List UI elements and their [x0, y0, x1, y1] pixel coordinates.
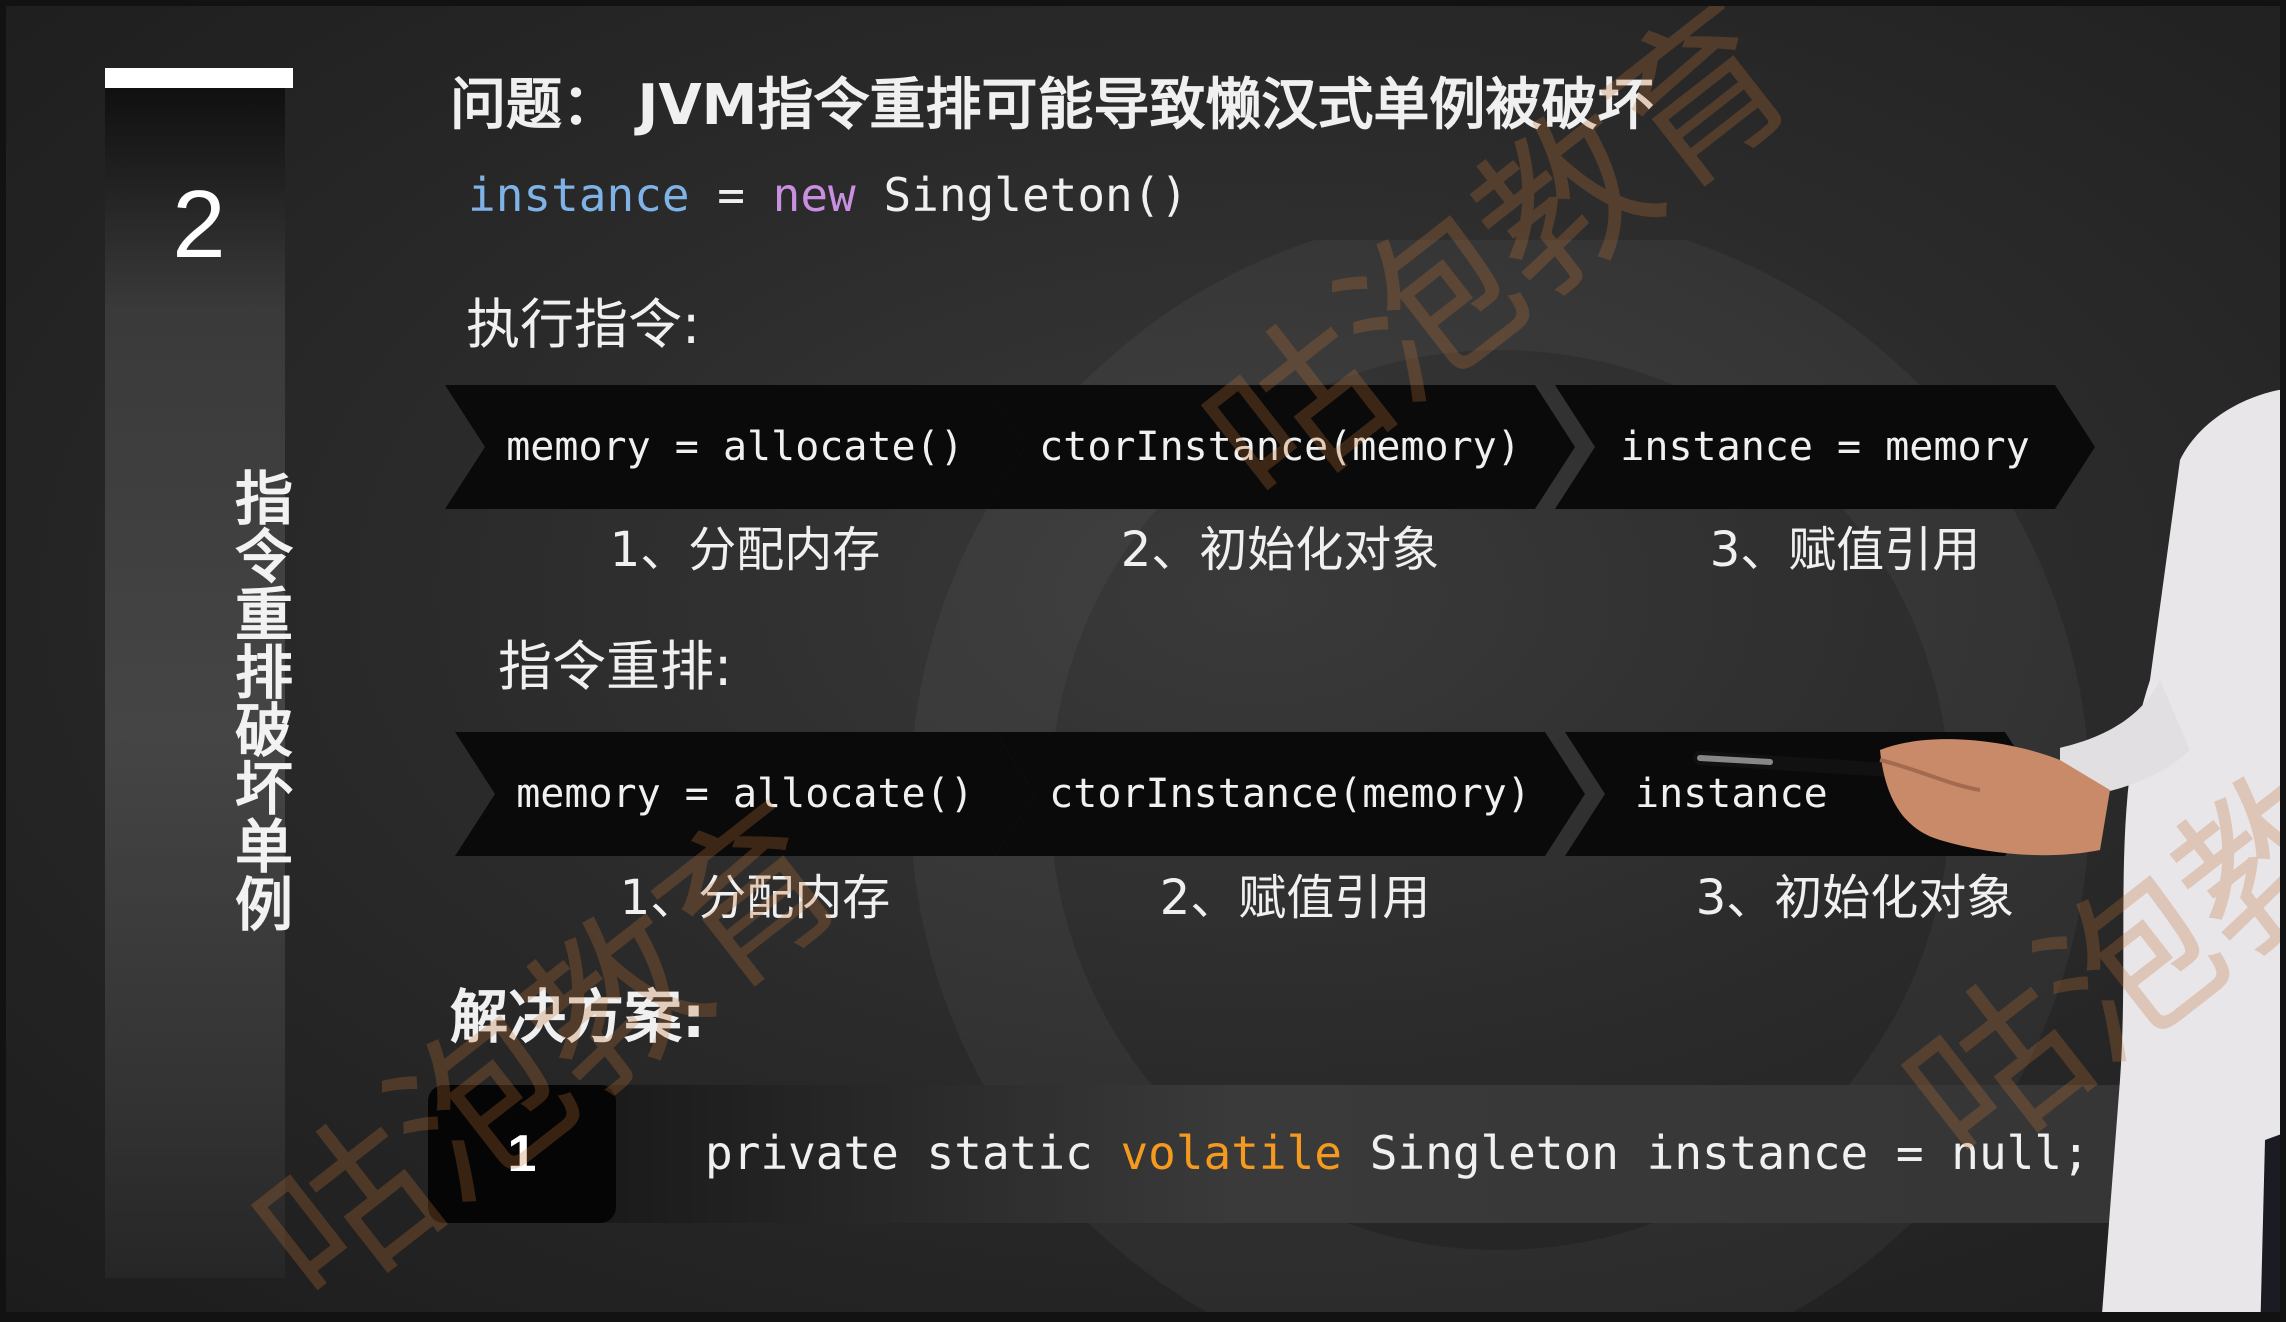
exec-step-3-label: 3、赋值引用 [1709, 522, 1981, 578]
section-title: 指令重排破坏单例 [225, 468, 293, 932]
reorder-step-1: memory = allocate() [455, 732, 1035, 856]
pointer-hand [1693, 739, 2110, 856]
solution-code-keyword: volatile [1120, 1126, 1342, 1180]
solution-code: private static volatile Singleton instan… [705, 1126, 2090, 1180]
sidebar-top-bar [105, 68, 293, 88]
solution-number: 1 [507, 1125, 537, 1183]
exec-step-2-label: 2、初始化对象 [1120, 522, 1440, 578]
presenter-photo [2060, 388, 2286, 1322]
reorder-step-1-label: 1、分配内存 [619, 870, 891, 926]
statement-lhs: instance [468, 168, 690, 222]
solution-code-before: private static [705, 1126, 1093, 1180]
reorder-step-3-code: instance [1635, 771, 1828, 817]
section-number: 2 [172, 171, 226, 278]
statement-code: instance = new Singleton() [468, 168, 1188, 222]
reorder-step-2-label: 2、赋值引用 [1159, 870, 1431, 926]
exec-heading: 执行指令: [466, 293, 701, 356]
reorder-heading: 指令重排: [498, 635, 733, 698]
exec-step-2: ctorInstance(memory) [985, 385, 1575, 509]
solution-heading: 解决方案: [450, 983, 706, 1051]
statement-keyword: new [772, 168, 856, 222]
statement-op: = [717, 168, 745, 222]
exec-step-1: memory = allocate() [445, 385, 1025, 509]
solution-number-badge: 1 [428, 1085, 616, 1223]
solution-code-after: Singleton instance = null; [1369, 1126, 2090, 1180]
reorder-step-3-label: 3、初始化对象 [1695, 870, 2015, 926]
reorder-step-2: ctorInstance(memory) [995, 732, 1585, 856]
section-sidebar [105, 68, 285, 1278]
statement-rhs: Singleton() [883, 168, 1189, 222]
question-title: 问题： JVM指令重排可能导致懒汉式单例被破坏 [450, 73, 1654, 138]
solution-bar [600, 1085, 2190, 1223]
exec-step-1-label: 1、分配内存 [609, 522, 881, 578]
exec-step-3: instance = memory [1555, 385, 2095, 509]
